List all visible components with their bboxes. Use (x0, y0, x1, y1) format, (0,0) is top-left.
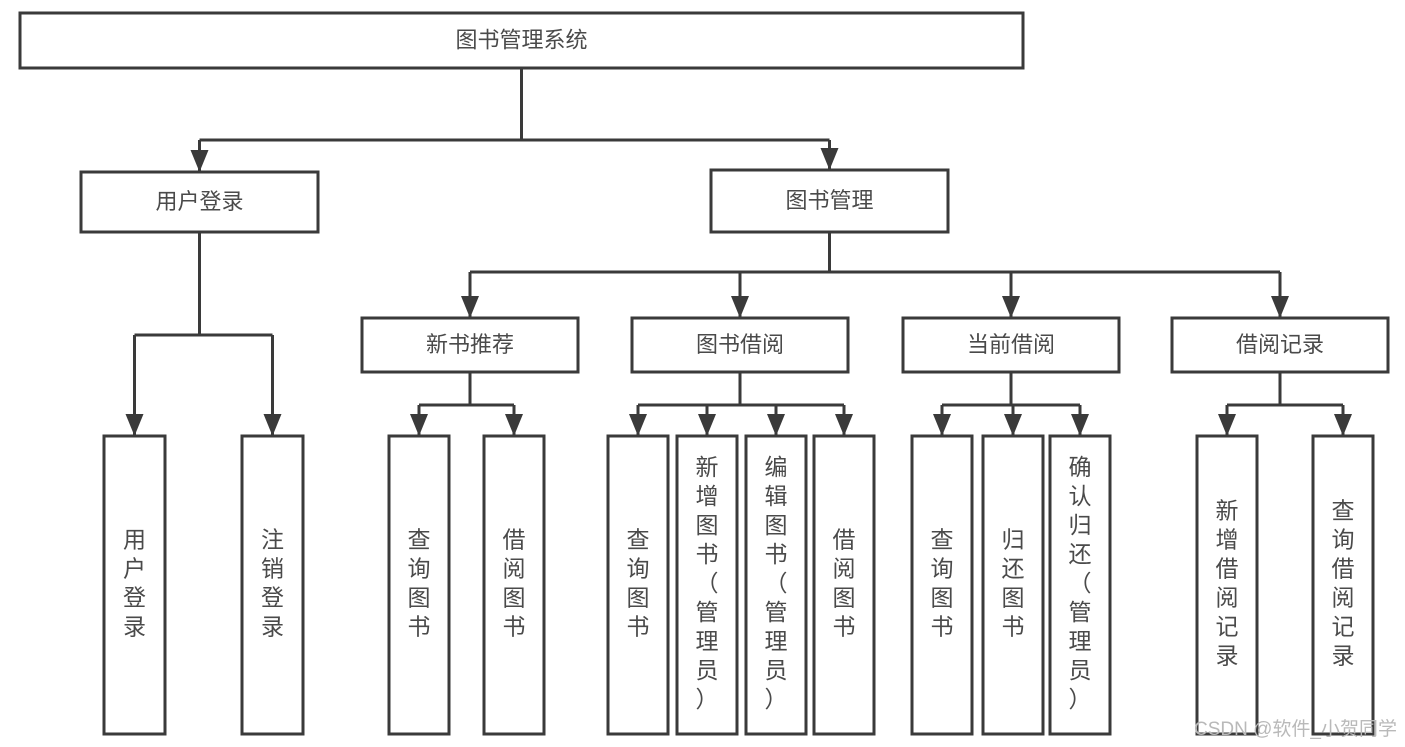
node-label-current-query-book: 查询图书 (931, 527, 954, 640)
arrow-head-icon (1218, 414, 1236, 436)
node-label-borrow-query-book: 查询图书 (627, 527, 650, 640)
node-label-current-confirm-return: 确认归还（管理员） (1069, 454, 1092, 712)
node-record-add[interactable]: 新增借阅记录 (1195, 434, 1259, 736)
node-label-recommend-query-book: 查询图书 (408, 527, 431, 640)
node-box-recommend-borrow-book[interactable] (482, 434, 546, 736)
node-borrow-query-book[interactable]: 查询图书 (606, 434, 670, 736)
node-book-management[interactable]: 图书管理 (709, 168, 950, 234)
arrow-head-icon (505, 414, 523, 436)
node-label-book-management: 图书管理 (785, 188, 873, 213)
node-box-user-logout[interactable] (240, 434, 305, 736)
node-label-borrow-add-book: 新增图书（管理员） (696, 454, 719, 712)
node-box-current-return-book[interactable] (981, 434, 1045, 736)
node-layer: 图书管理系统用户登录用户登录注销登录图书管理新书推荐查询图书借阅图书图书借阅查询… (18, 11, 1390, 736)
arrow-head-icon (263, 414, 282, 436)
arrow-head-icon (1271, 296, 1289, 318)
node-label-book-borrow: 图书借阅 (696, 332, 784, 357)
node-box-record-add[interactable] (1195, 434, 1259, 736)
node-box-new-book-recommend[interactable] (360, 316, 580, 374)
arrow-head-icon (767, 414, 785, 436)
node-label-new-book-recommend: 新书推荐 (426, 332, 514, 357)
node-box-current-query-book[interactable] (910, 434, 974, 736)
node-label-borrow-record: 借阅记录 (1236, 332, 1324, 357)
node-label-current-return-book: 归还图书 (1002, 527, 1025, 640)
node-box-current-borrow[interactable] (901, 316, 1121, 374)
node-current-query-book[interactable]: 查询图书 (910, 434, 974, 736)
connector-layer (125, 68, 1352, 436)
arrow-head-icon (1071, 414, 1089, 436)
node-box-borrow-add-book[interactable] (675, 434, 739, 736)
node-label-borrow-borrow-book: 借阅图书 (833, 527, 856, 640)
node-label-user-login-do: 用户登录 (123, 527, 146, 640)
node-box-current-confirm-return[interactable] (1048, 434, 1112, 736)
node-current-confirm-return[interactable]: 确认归还（管理员） (1048, 434, 1112, 736)
arrow-head-icon (1334, 414, 1352, 436)
node-box-borrow-borrow-book[interactable] (812, 434, 876, 736)
node-user-logout[interactable]: 注销登录 (240, 434, 305, 736)
node-user-login[interactable]: 用户登录 (79, 170, 320, 234)
node-book-borrow[interactable]: 图书借阅 (630, 316, 850, 374)
node-box-undefined[interactable] (18, 11, 1025, 70)
node-current-borrow[interactable]: 当前借阅 (901, 316, 1121, 374)
arrow-head-icon (461, 296, 479, 318)
node-borrow-record[interactable]: 借阅记录 (1170, 316, 1390, 374)
arrow-head-icon (835, 414, 853, 436)
node-label-user-login: 用户登录 (155, 189, 243, 214)
node-user-login-do[interactable]: 用户登录 (102, 434, 167, 736)
arrow-head-icon (820, 148, 839, 170)
node-label-undefined: 图书管理系统 (455, 27, 587, 52)
node-label-user-logout: 注销登录 (261, 527, 284, 640)
node-recommend-borrow-book[interactable]: 借阅图书 (482, 434, 546, 736)
node-new-book-recommend[interactable]: 新书推荐 (360, 316, 580, 374)
node-box-borrow-record[interactable] (1170, 316, 1390, 374)
arrow-head-icon (731, 296, 749, 318)
arrow-head-icon (1004, 414, 1022, 436)
node-box-borrow-query-book[interactable] (606, 434, 670, 736)
node-box-book-management[interactable] (709, 168, 950, 234)
node-label-borrow-edit-book: 编辑图书（管理员） (765, 454, 788, 712)
node-box-borrow-edit-book[interactable] (744, 434, 808, 736)
node-label-recommend-borrow-book: 借阅图书 (503, 527, 526, 640)
node-borrow-borrow-book[interactable]: 借阅图书 (812, 434, 876, 736)
node-borrow-add-book[interactable]: 新增图书（管理员） (675, 434, 739, 736)
node-label-record-add: 新增借阅记录 (1216, 498, 1239, 669)
node-label-current-borrow: 当前借阅 (967, 332, 1055, 357)
arrow-head-icon (698, 414, 716, 436)
arrow-head-icon (629, 414, 647, 436)
arrow-head-icon (933, 414, 951, 436)
node-box-book-borrow[interactable] (630, 316, 850, 374)
arrow-head-icon (1002, 296, 1020, 318)
node-box-recommend-query-book[interactable] (387, 434, 451, 736)
node-box-record-query[interactable] (1311, 434, 1375, 736)
arrow-head-icon (190, 150, 209, 172)
node-label-record-query: 查询借阅记录 (1332, 498, 1355, 669)
node-undefined[interactable]: 图书管理系统 (18, 11, 1025, 70)
arrow-head-icon (125, 414, 144, 436)
node-record-query[interactable]: 查询借阅记录 (1311, 434, 1375, 736)
node-box-user-login-do[interactable] (102, 434, 167, 736)
node-current-return-book[interactable]: 归还图书 (981, 434, 1045, 736)
arrow-head-icon (410, 414, 428, 436)
node-box-user-login[interactable] (79, 170, 320, 234)
node-borrow-edit-book[interactable]: 编辑图书（管理员） (744, 434, 808, 736)
node-recommend-query-book[interactable]: 查询图书 (387, 434, 451, 736)
